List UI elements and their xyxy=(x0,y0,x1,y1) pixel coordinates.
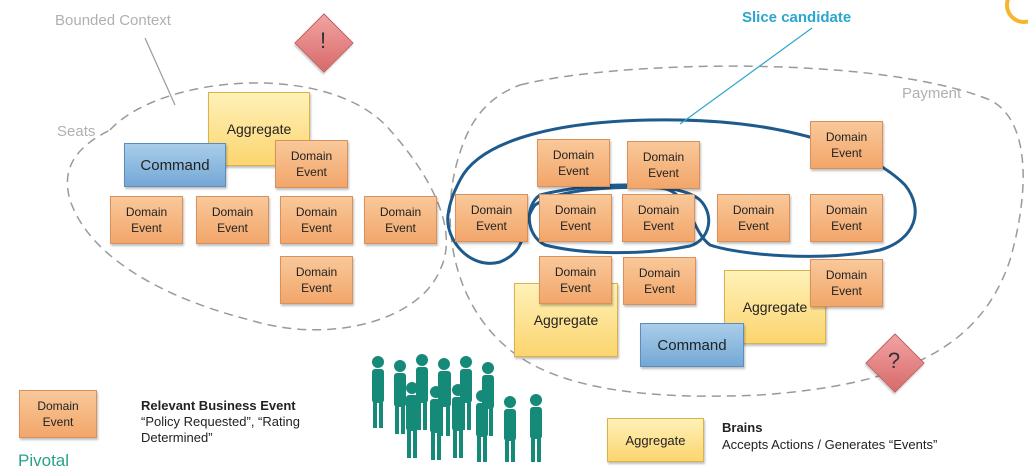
domain-event-sticky: Domain Event xyxy=(717,194,790,242)
corner-decoration xyxy=(1005,0,1028,24)
legend-event-description: “Policy Requested”, “Rating Determined” xyxy=(141,414,300,445)
slice-candidate-pointer xyxy=(679,27,813,125)
domain-event-sticky: Domain Event xyxy=(280,196,353,244)
domain-event-sticky: Domain Event xyxy=(627,141,700,189)
legend-event-title: Relevant Business Event xyxy=(141,398,296,413)
people-group-icon xyxy=(372,354,542,462)
legend-domain-event-sticky: Domain Event xyxy=(19,390,97,438)
seats-context-boundary xyxy=(66,82,448,331)
legend-aggregate-title: Brains xyxy=(722,420,763,435)
payment-aggregate-right: Aggregate xyxy=(724,270,826,344)
domain-event-sticky: Domain Event xyxy=(810,121,883,169)
domain-event-sticky: Domain Event xyxy=(622,194,695,242)
legend-aggregate-sticky: Aggregate xyxy=(607,418,704,462)
slice-candidate-label: Slice candidate xyxy=(742,9,852,26)
bounded-context-pointer xyxy=(144,37,176,106)
domain-event-sticky: Domain Event xyxy=(539,194,612,242)
domain-event-sticky: Domain Event xyxy=(810,194,883,242)
domain-event-sticky: Domain Event xyxy=(364,196,437,244)
domain-event-sticky: Domain Event xyxy=(623,257,696,305)
legend-aggregate-description: Accepts Actions / Generates “Events” xyxy=(722,437,938,452)
bounded-context-label: Bounded Context xyxy=(55,12,171,29)
domain-event-sticky: Domain Event xyxy=(280,256,353,304)
domain-event-sticky: Domain Event xyxy=(275,140,348,188)
question-mark: ? xyxy=(887,348,901,373)
slice-outline-outer xyxy=(446,118,917,265)
warning-mark: ! xyxy=(319,28,327,53)
domain-event-sticky: Domain Event xyxy=(455,194,528,242)
payment-command: Command xyxy=(640,323,744,367)
pivotal-logo: Pivotal xyxy=(18,451,70,470)
domain-event-sticky: Domain Event xyxy=(810,259,883,307)
payment-context-boundary xyxy=(449,65,1024,397)
payment-label: Payment xyxy=(902,85,962,102)
seats-command: Command xyxy=(124,143,226,187)
domain-event-sticky: Domain Event xyxy=(539,256,612,304)
domain-event-sticky: Domain Event xyxy=(537,139,610,187)
domain-event-sticky: Domain Event xyxy=(110,196,183,244)
domain-event-sticky: Domain Event xyxy=(196,196,269,244)
seats-label: Seats xyxy=(57,123,96,140)
